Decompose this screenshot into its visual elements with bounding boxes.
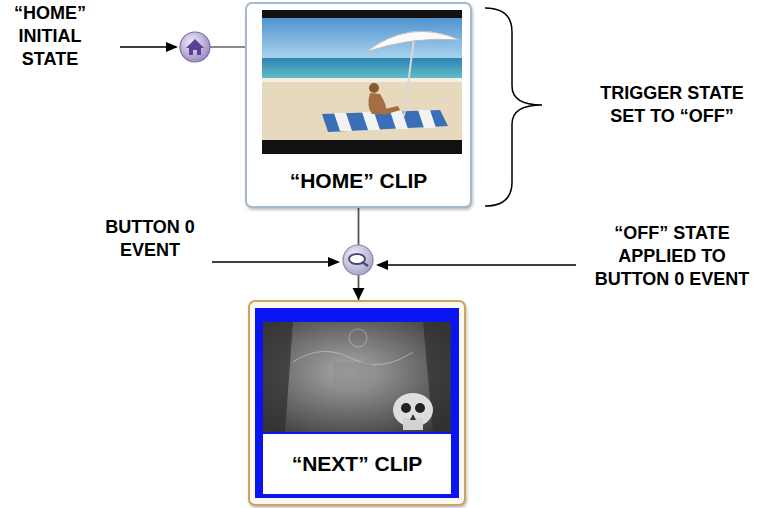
label-area: “HOME” INITIAL STATE — [4, 2, 96, 71]
text-area: “HOME” CLIP — [247, 156, 470, 206]
callout-label: TRIGGER STATE SET TO “OFF” — [582, 82, 762, 128]
icon-link-line — [210, 46, 246, 48]
label-area: TRIGGER STATE SET TO “OFF” — [582, 82, 762, 128]
clip-box: “HOME” CLIP — [245, 2, 472, 208]
pointer-arrow — [212, 257, 340, 267]
curly-bracket — [485, 8, 542, 206]
label-area: BUTTON 0 EVENT — [96, 216, 204, 262]
label-area: “OFF” STATE APPLIED TO BUTTON 0 EVENT — [580, 222, 764, 291]
skull-picture — [263, 322, 451, 432]
beach-picture — [262, 10, 462, 154]
arrowhead — [353, 288, 365, 300]
picture-frame — [262, 10, 462, 154]
text-area: “NEXT” CLIP — [250, 434, 464, 494]
picture-frame — [263, 322, 451, 432]
callout-label: “HOME” INITIAL STATE — [4, 2, 96, 71]
clip-label: “NEXT” CLIP — [292, 452, 423, 476]
pointer-arrow — [376, 260, 576, 270]
event-icon — [343, 245, 373, 275]
home-icon — [180, 32, 210, 62]
pointer-arrow — [120, 42, 178, 52]
callout-label: BUTTON 0 EVENT — [96, 216, 204, 262]
clip-label: “HOME” CLIP — [290, 169, 428, 193]
callout-label: “OFF” STATE APPLIED TO BUTTON 0 EVENT — [580, 222, 764, 291]
clip-box: “NEXT” CLIP — [248, 300, 466, 506]
